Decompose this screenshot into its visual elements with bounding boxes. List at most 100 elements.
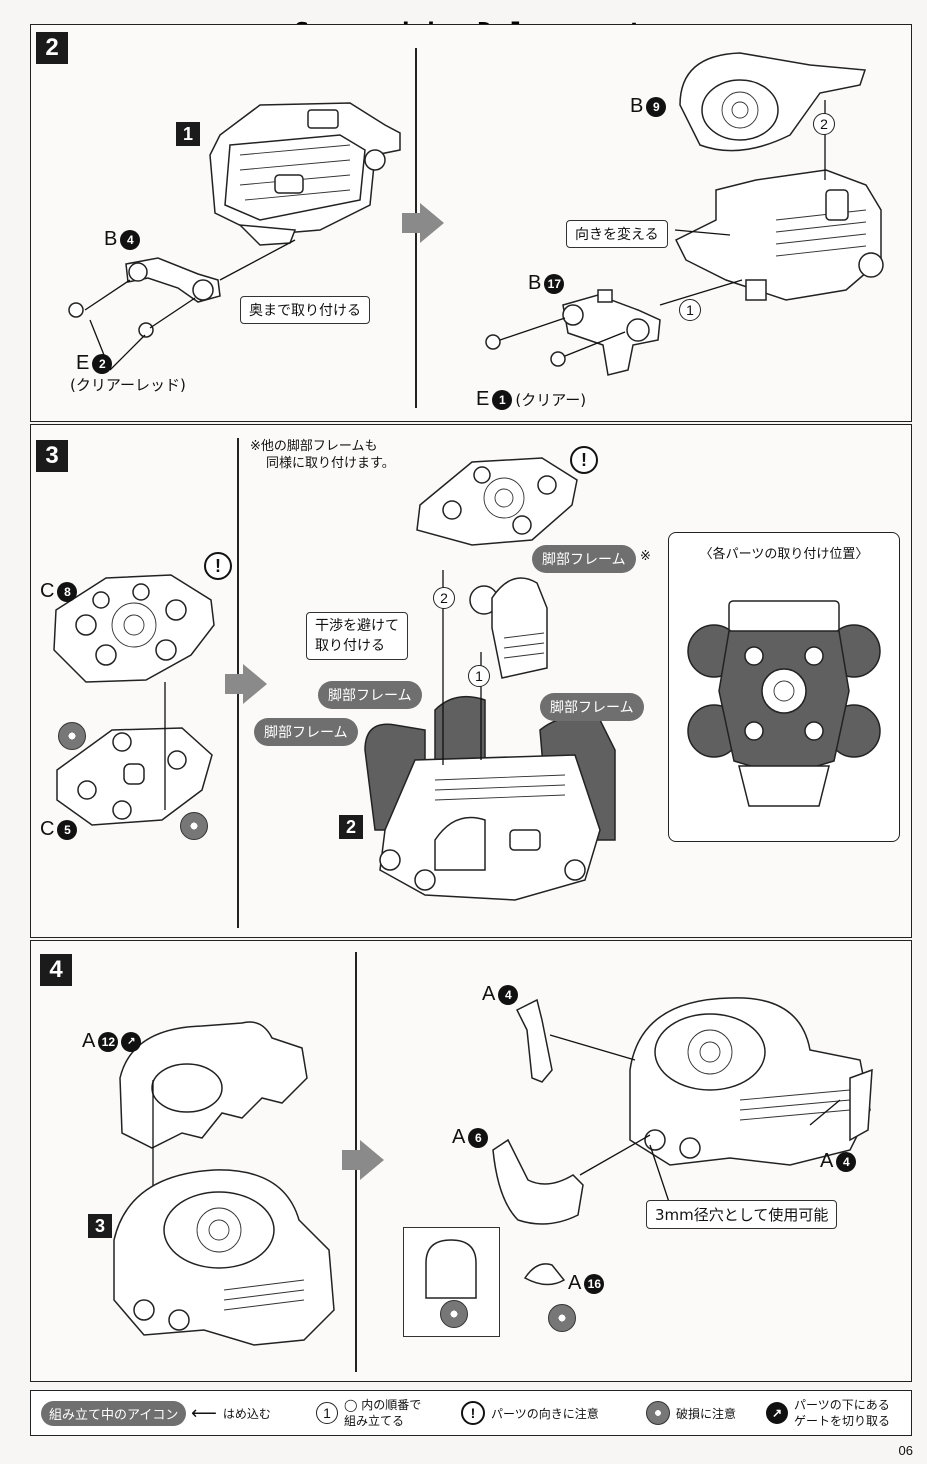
part-number: 2 [92, 353, 113, 374]
clear-lens-part [66, 300, 166, 344]
order-1-marker: 1 [679, 299, 701, 321]
step-number: 4 [40, 954, 72, 986]
direction-warning-icon: ! [461, 1401, 485, 1425]
part-letter: B [630, 95, 644, 117]
callout-line: 干渉を避けて [315, 618, 399, 634]
order-number-icon: 1 [316, 1402, 338, 1424]
part-letter: C [40, 580, 55, 602]
arm-part [118, 252, 228, 316]
clear-lens-part-right [483, 332, 573, 376]
part-number: 16 [584, 1273, 605, 1294]
legend-text: 破損に注意 [676, 1406, 737, 1421]
step-4-flow-arrow [342, 1140, 384, 1180]
step-3-flow-arrow [225, 664, 267, 704]
other-frames-note: ※他の脚部フレームも 同様に取り付けます。 [250, 438, 395, 472]
hole-usable-callout: 3mm径穴として使用可能 [646, 1200, 838, 1229]
legend-text: ◯ 内の順番で 組み立てる [344, 1397, 421, 1429]
gate-cut-icon: ↗ [766, 1402, 788, 1424]
inset-title: 〈各パーツの取り付け位置〉 [699, 547, 869, 562]
plate-arrow [160, 682, 170, 816]
part-number: 12 [98, 1031, 119, 1052]
part-a6-label: A 6 [452, 1126, 489, 1149]
part-number: 6 [468, 1127, 489, 1148]
mounting-position-inset: 〈各パーツの取り付け位置〉 [668, 532, 900, 842]
breakage-warning-icon [58, 722, 86, 750]
order-2-marker: 2 [813, 113, 835, 135]
legend-title-item: 組み立て中のアイコン [41, 1391, 187, 1435]
main-assembly-with-legs [364, 570, 625, 909]
front-guard-part-a6 [488, 1138, 588, 1234]
note-line: 同様に取り付けます。 [266, 456, 395, 471]
order-1-marker: 1 [468, 665, 490, 687]
part-letter: A [82, 1030, 96, 1052]
engine-rotated-part [674, 160, 891, 324]
part-letter: A [820, 1150, 834, 1172]
part-a16-label: A 16 [568, 1272, 605, 1295]
engine-block-part [200, 95, 410, 259]
part-letter: B [104, 228, 118, 250]
part-letter: E [76, 352, 90, 374]
gate-cut-icon: ↗ [121, 1031, 142, 1052]
part-letter: E [476, 388, 490, 410]
legend-gate-item: ↗ パーツの下にある ゲートを切り取る [766, 1391, 890, 1435]
legend-line: ゲートを切り取る [794, 1414, 891, 1428]
part-b9-label: B 9 [630, 95, 667, 118]
gate-detail-inset [403, 1227, 500, 1337]
legend-line: ◯ 内の順番で [344, 1398, 422, 1412]
breakage-warning-icon [180, 812, 208, 840]
note-line: ※他の脚部フレームも [250, 439, 378, 454]
snap-arrow-icon: ⟵ [191, 1402, 217, 1424]
sub-assembly-number: 1 [176, 122, 200, 146]
legend-line: パーツの下にある [794, 1398, 890, 1412]
legend-direction-item: ! パーツの向きに注意 [461, 1391, 599, 1435]
step-number: 2 [36, 32, 68, 64]
change-direction-callout: 向きを変える [566, 220, 668, 248]
part-a12-label: A 12 ↗ [82, 1030, 142, 1053]
part-number: 4 [120, 229, 141, 250]
small-part-a16 [522, 1260, 567, 1294]
leg-frame-single [462, 568, 562, 687]
page-number: 06 [898, 1443, 913, 1458]
part-number: 9 [646, 96, 667, 117]
part-a4-top-label: A 4 [482, 983, 519, 1006]
part-number: 4 [836, 1151, 857, 1172]
part-letter: C [40, 818, 55, 840]
part-e2-label: E 2 [76, 352, 113, 375]
legend-order-item: 1 ◯ 内の順番で 組み立てる [316, 1391, 421, 1435]
leg-frame-label: 脚部フレーム [532, 545, 636, 573]
part-a4-right-label: A 4 [820, 1150, 857, 1173]
part-letter: B [528, 272, 542, 294]
direction-warning-icon: ! [570, 446, 598, 474]
part-b4-label: B 4 [104, 228, 141, 251]
sub-assembly-number: 2 [339, 815, 363, 839]
part-number: 1 [492, 389, 513, 410]
top-shell-part [670, 45, 870, 164]
part-number: 4 [498, 984, 519, 1005]
sub-assembly-number: 3 [88, 1214, 112, 1238]
breakage-warning-icon [646, 1401, 670, 1425]
legend-text: はめ込む [222, 1406, 271, 1421]
direction-warning-icon: ! [204, 552, 232, 580]
part-letter: A [452, 1126, 466, 1148]
legend-text: パーツの下にある ゲートを切り取る [794, 1397, 890, 1429]
icon-legend: 組み立て中のアイコン ⟵ はめ込む 1 ◯ 内の順番で 組み立てる ! パーツの… [30, 1390, 912, 1436]
part-b17-label: B 17 [528, 272, 565, 295]
leg-frame-label: 脚部フレーム [318, 681, 422, 709]
part-e1-label: E 1 (クリアー) [476, 388, 586, 411]
legend-title: 組み立て中のアイコン [41, 1400, 187, 1426]
top-plate-part [412, 450, 582, 554]
callout-line: 取り付ける [315, 638, 385, 654]
step-2-flow-arrow [402, 203, 444, 243]
shell-cover-part [112, 1018, 312, 1157]
part-number: 5 [57, 819, 78, 840]
legend-text: パーツの向きに注意 [491, 1406, 599, 1421]
order-2-marker: 2 [433, 587, 455, 609]
side-fin-part-a4 [512, 998, 562, 1089]
part-c5-label: C 5 [40, 818, 78, 841]
leg-frame-label: 脚部フレーム [540, 693, 644, 721]
base-plate-c5 [52, 720, 217, 834]
leg-frame-label: 脚部フレーム [254, 718, 358, 746]
breakage-warning-icon [548, 1304, 576, 1332]
clear-red-note: (クリアーレッド) [70, 376, 186, 394]
assembled-body-part [104, 1160, 339, 1359]
